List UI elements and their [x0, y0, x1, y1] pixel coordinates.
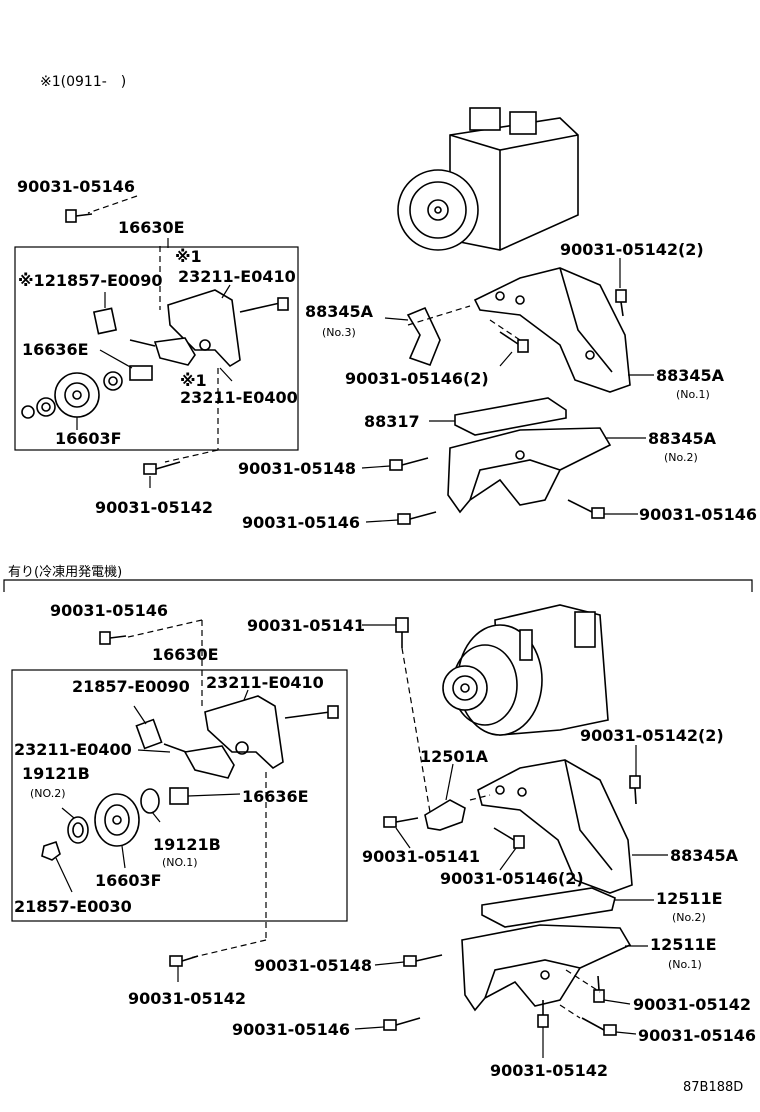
label-b-90031-05146-top: 90031-05146	[50, 601, 168, 620]
label-b-16630E: 16630E	[152, 645, 219, 664]
label-b-no1: (No.1)	[668, 958, 702, 971]
idler-assembly-illustration-top	[21, 289, 289, 419]
label-b-90031-05146-2: 90031-05146(2)	[440, 869, 584, 888]
label-b-19121B-no1: 19121B	[153, 835, 221, 854]
label-23211-E0400: 23211-E0400	[180, 388, 298, 407]
label-16603F: 16603F	[55, 429, 122, 448]
label-16636E: 16636E	[22, 340, 89, 359]
idler-assembly-illustration-bottom	[41, 695, 339, 861]
label-121857-E0090: ※121857-E0090	[18, 271, 162, 290]
label-88345A-no3: 88345A	[305, 302, 374, 321]
plate-12511E-no2-illustration	[481, 887, 616, 928]
header-note: ※1(0911- )	[40, 74, 126, 90]
label-88345A-no2: 88345A	[648, 429, 717, 448]
plate-88317-illustration	[454, 397, 567, 436]
label-ref-1: ※1	[175, 247, 202, 266]
bolt-illustrations-top	[65, 209, 627, 525]
bracket-no1-illustration	[473, 267, 631, 393]
label-b-no1-small: (NO.1)	[162, 856, 198, 869]
label-b-no2: (No.2)	[672, 911, 706, 924]
bracket-88345A-illustration-bottom	[477, 759, 633, 894]
section-label: 有り(冷凍用発電機)	[8, 564, 122, 580]
label-88345A-no1: 88345A	[656, 366, 725, 385]
label-no1: (No.1)	[676, 388, 710, 401]
label-90031-05142-2: 90031-05142(2)	[560, 240, 704, 259]
label-no2: (No.2)	[664, 451, 698, 464]
idler-assembly-box-bottom	[11, 669, 348, 922]
bracket-no2-illustration	[447, 427, 612, 514]
label-90031-05146-2: 90031-05146(2)	[345, 369, 489, 388]
bracket-12511E-no1-illustration	[461, 924, 632, 1012]
label-b-12501A: 12501A	[420, 747, 489, 766]
label-b-90031-05146-left: 90031-05146	[232, 1020, 350, 1039]
section-divider	[3, 579, 753, 592]
label-b-90031-05142-2: 90031-05142(2)	[580, 726, 724, 745]
bolt-illustrations-bottom	[99, 617, 641, 1036]
idler-assembly-box-top	[14, 246, 299, 451]
label-90031-05148: 90031-05148	[238, 459, 356, 478]
ac-compressor-illustration	[397, 107, 579, 251]
bracket-no3-illustration	[406, 306, 441, 367]
label-b-16603F: 16603F	[95, 871, 162, 890]
label-b-90031-05142-left: 90031-05142	[128, 989, 246, 1008]
label-b-23211-E0400: 23211-E0400	[14, 740, 132, 759]
label-b-12511E-no1: 12511E	[650, 935, 717, 954]
label-b-90031-05148: 90031-05148	[254, 956, 372, 975]
label-b-88345A: 88345A	[670, 846, 739, 865]
label-b-19121B-no2: 19121B	[22, 764, 90, 783]
label-b-90031-05142-right: 90031-05142	[633, 995, 751, 1014]
label-b-90031-05142-bottom: 90031-05142	[490, 1061, 608, 1080]
label-b-90031-05146-right: 90031-05146	[638, 1026, 756, 1045]
reference-code: 87B188D	[683, 1080, 743, 1095]
label-90031-05146: 90031-05146	[17, 177, 135, 196]
label-no3: (No.3)	[322, 326, 356, 339]
label-b-16636E: 16636E	[242, 787, 309, 806]
label-16630E: 16630E	[118, 218, 185, 237]
label-b-23211-E0410: 23211-E0410	[206, 673, 324, 692]
label-b-90031-05141-lower: 90031-05141	[362, 847, 480, 866]
label-23211-E0410: 23211-E0410	[178, 267, 296, 286]
bracket-12501A-illustration	[424, 799, 466, 831]
label-ref-1b: ※1	[180, 371, 207, 390]
label-90031-05146-lower-left: 90031-05146	[242, 513, 360, 532]
label-b-90031-05141-top: 90031-05141	[247, 616, 365, 635]
label-90031-05142: 90031-05142	[95, 498, 213, 517]
label-b-21857-E0030: 21857-E0030	[14, 897, 132, 916]
alternator-illustration	[442, 604, 609, 736]
label-90031-05146-lower-right: 90031-05146	[639, 505, 757, 524]
label-b-21857-E0090: 21857-E0090	[72, 677, 190, 696]
label-b-no2-small: (NO.2)	[30, 787, 66, 800]
label-b-12511E-no2: 12511E	[656, 889, 723, 908]
label-88317: 88317	[364, 412, 420, 431]
